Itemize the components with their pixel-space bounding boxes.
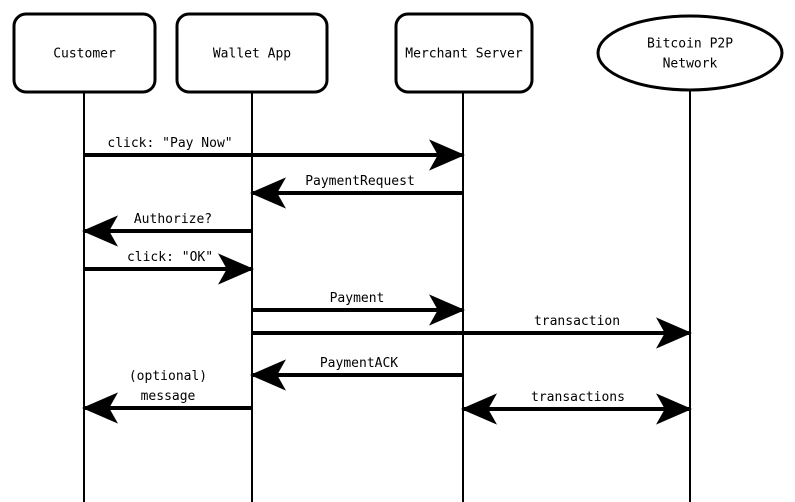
participant-merchant-server[interactable]: Merchant Server — [394, 12, 534, 94]
message-label-optional-message-line1: (optional) — [129, 369, 207, 384]
participant-ellipse-bitcoin-network[interactable] — [596, 14, 784, 92]
participant-box-customer[interactable] — [12, 12, 157, 94]
participant-wallet[interactable]: Wallet App — [175, 12, 329, 94]
participant-box-wallet[interactable] — [175, 12, 329, 94]
participant-label-wallet: Wallet App — [213, 47, 291, 62]
message-payment-request[interactable]: PaymentRequest — [250, 174, 463, 209]
message-transactions[interactable]: transactions — [461, 390, 692, 425]
message-label-payment-request: PaymentRequest — [305, 174, 415, 189]
message-transaction[interactable]: transaction — [252, 314, 692, 349]
participant-customer[interactable]: Customer — [12, 12, 157, 94]
participant-bitcoin-p2p-network[interactable]: Bitcoin P2P Network — [596, 14, 784, 92]
message-click-pay-now[interactable]: click: "Pay Now" — [84, 136, 465, 171]
participant-label-bitcoin-network-line1: Bitcoin P2P — [647, 37, 733, 52]
message-label-click-pay-now: click: "Pay Now" — [107, 136, 232, 151]
message-label-payment-ack: PaymentACK — [320, 356, 398, 371]
message-label-transactions: transactions — [531, 390, 625, 405]
message-label-click-ok: click: "OK" — [127, 250, 213, 265]
message-optional-message[interactable]: (optional) message — [82, 369, 252, 424]
message-payment-ack[interactable]: PaymentACK — [250, 356, 463, 391]
participant-label-customer: Customer — [53, 47, 116, 62]
message-label-transaction: transaction — [534, 314, 620, 329]
participant-label-merchant-server: Merchant Server — [405, 47, 523, 62]
message-payment[interactable]: Payment — [252, 291, 465, 326]
lifelines-group — [83, 90, 691, 502]
message-label-authorize: Authorize? — [134, 212, 212, 227]
message-click-ok[interactable]: click: "OK" — [84, 250, 254, 285]
participant-box-merchant-server[interactable] — [394, 12, 534, 94]
message-authorize[interactable]: Authorize? — [82, 212, 252, 247]
message-label-optional-message-line2: message — [141, 389, 196, 404]
message-label-payment: Payment — [330, 291, 385, 306]
participant-label-bitcoin-network-line2: Network — [663, 57, 718, 72]
